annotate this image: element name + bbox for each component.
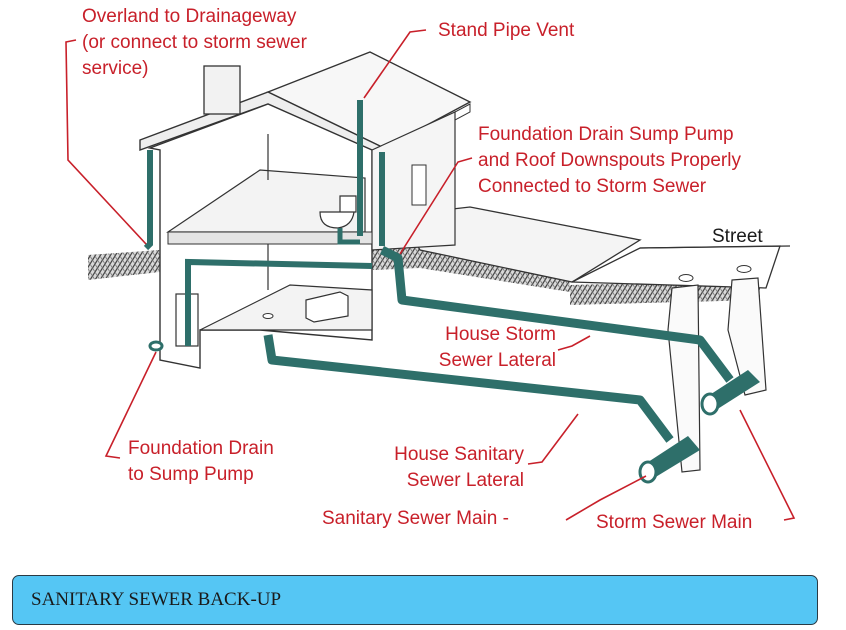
- house-sanitary-lateral: [263, 334, 674, 443]
- ground-right: [372, 246, 570, 292]
- leader-foundation-drain: [104, 351, 157, 459]
- main-floor-slab: [167, 231, 373, 245]
- leader-storm-main: [739, 409, 796, 521]
- label-street: Street: [712, 226, 763, 247]
- ground-left: [88, 250, 160, 280]
- caption-bar: SANITARY SEWER BACK-UP: [12, 575, 818, 625]
- side-window: [411, 164, 427, 206]
- downspout-left: [143, 150, 153, 251]
- toilet: [319, 195, 357, 229]
- leader-house-storm: [557, 335, 591, 351]
- chimney: [203, 65, 241, 115]
- label-storm-sewer-main: Storm Sewer Main: [596, 512, 753, 533]
- label-foundation-drain-to-sump-pump: Foundation Drain to Sump Pump: [128, 438, 274, 485]
- leader-foundation-sump: [399, 157, 473, 255]
- manhole-cover: [736, 265, 752, 273]
- sewer-diagram: [65, 29, 796, 521]
- storm-sewer-main: [700, 370, 760, 416]
- leader-stand-pipe: [363, 29, 427, 99]
- foundation-drain-pipe: [148, 340, 164, 352]
- manhole-cover: [678, 274, 694, 282]
- label-foundation-drain-sump-pump: Foundation Drain Sump Pump and Roof Down…: [478, 124, 741, 197]
- house-storm-lateral: [379, 245, 734, 383]
- manhole-shaft: [727, 277, 767, 396]
- manhole-shaft: [667, 284, 701, 473]
- leader-sanitary-main: [565, 475, 647, 521]
- label-house-storm-sewer-lateral: House Storm Sewer Lateral: [438, 324, 556, 371]
- label-sanitary-sewer-main: Sanitary Sewer Main -: [322, 508, 509, 529]
- leader-house-sanitary: [527, 413, 579, 465]
- sump-pump-discharge: [185, 258, 373, 346]
- label-overland-to-drainageway: Overland to Drainageway (or connect to s…: [82, 6, 307, 79]
- laundry-tub: [305, 291, 349, 323]
- street-edge-line: [639, 245, 791, 249]
- toilet-drain: [337, 228, 360, 245]
- leader-overland: [65, 39, 147, 245]
- label-house-sanitary-sewer-lateral: House Sanitary Sewer Lateral: [394, 444, 524, 491]
- label-stand-pipe-vent: Stand Pipe Vent: [438, 20, 575, 41]
- floor-drain: [262, 313, 274, 319]
- caption-text: SANITARY SEWER BACK-UP: [31, 589, 282, 610]
